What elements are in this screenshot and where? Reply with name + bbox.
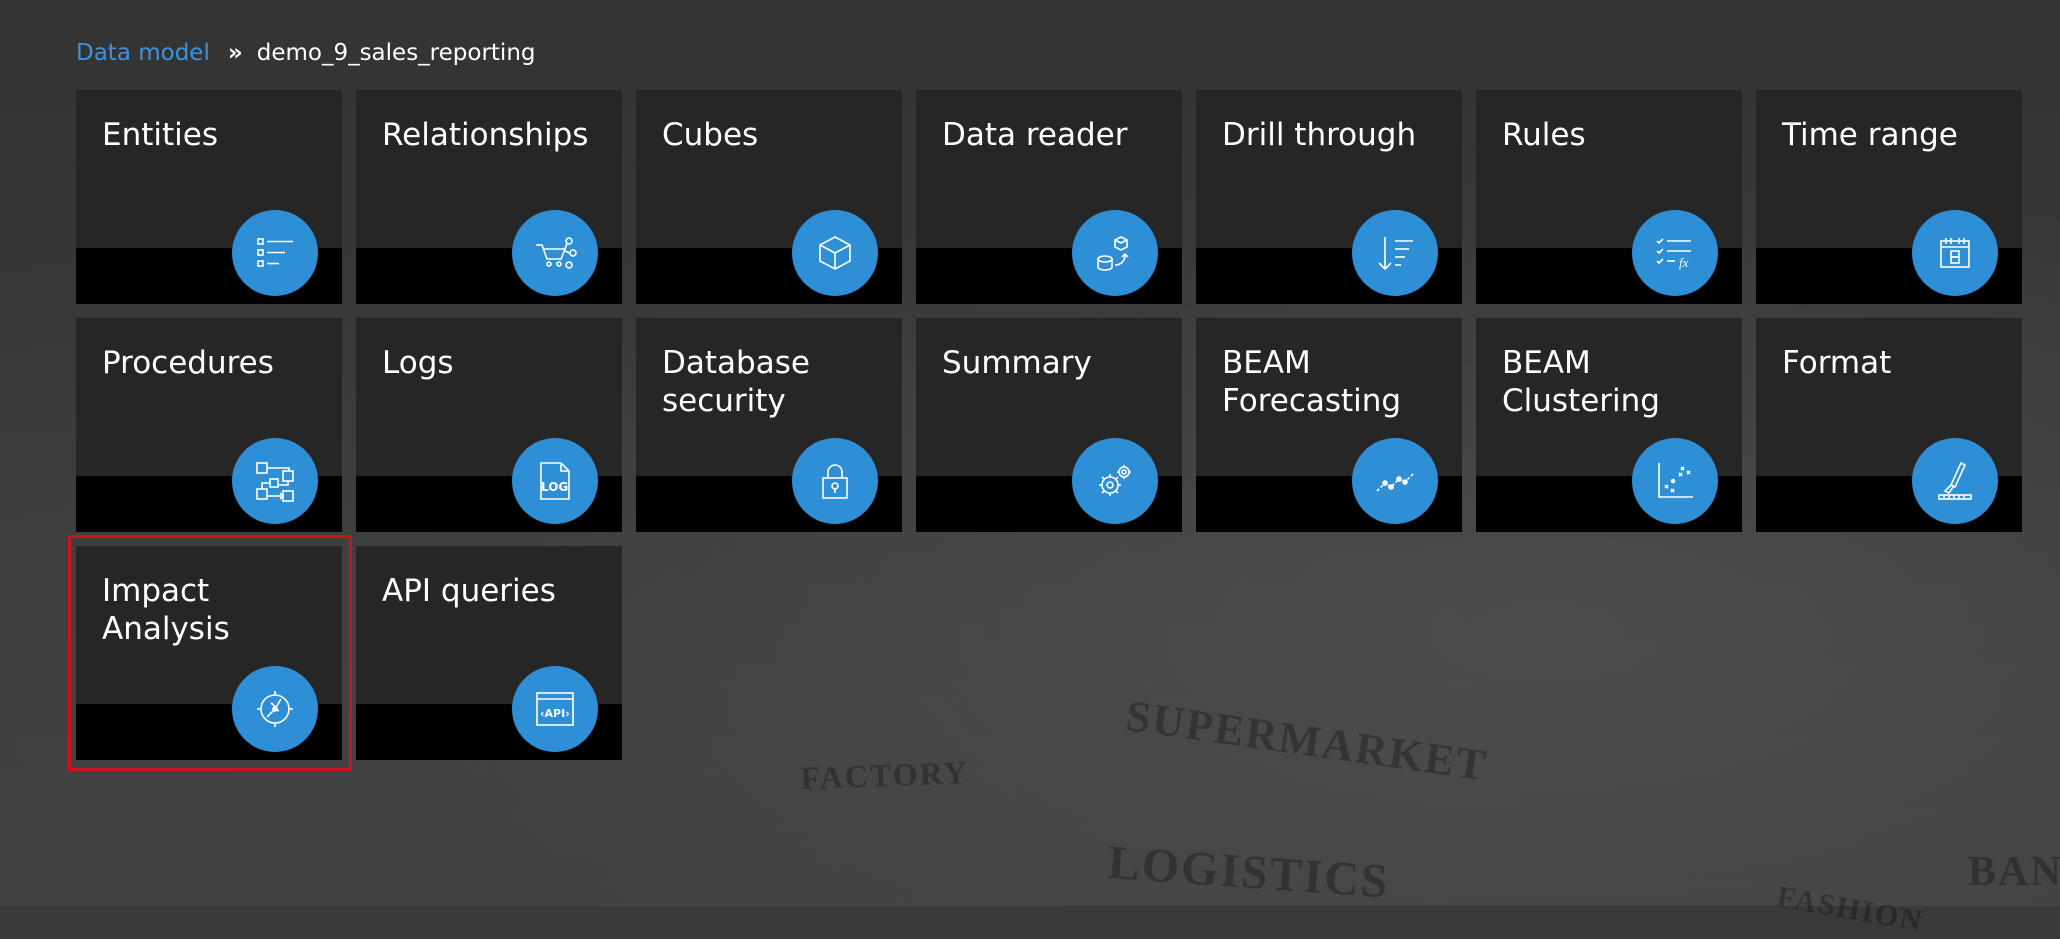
lock-icon: [792, 438, 878, 524]
gears-icon: [1072, 438, 1158, 524]
tile-label: API queries: [382, 573, 556, 609]
impact-radar-icon: [232, 666, 318, 752]
tile-label: Logs: [382, 345, 454, 381]
tile-entities[interactable]: Entities: [76, 90, 342, 304]
brush-icon: [1912, 438, 1998, 524]
breadcrumb-current-model: demo_9_sales_reporting: [256, 40, 536, 66]
drill-through-icon: [1352, 210, 1438, 296]
breadcrumb-data-model-link[interactable]: Data model: [76, 40, 210, 66]
bg-word-supermarket: SUPERMARKET: [1123, 690, 1491, 791]
breadcrumb-separator: »: [227, 40, 243, 66]
tile-label: BEAM Clustering: [1502, 345, 1660, 419]
tile-label: Cubes: [662, 117, 759, 153]
tile-label: Drill through: [1222, 117, 1417, 153]
calendar-icon: [1912, 210, 1998, 296]
tile-label: BEAM Forecasting: [1222, 345, 1402, 419]
tile-logs[interactable]: Logs LOG: [356, 318, 622, 532]
svg-text:‹API›: ‹API›: [540, 707, 570, 720]
tile-label: Procedures: [102, 345, 274, 381]
tile-label: Time range: [1782, 117, 1958, 153]
tile-beam-forecasting[interactable]: BEAM Forecasting: [1196, 318, 1462, 532]
tile-impact-analysis[interactable]: Impact Analysis: [76, 546, 342, 760]
tile-label: Database security: [662, 345, 810, 419]
api-window-icon: ‹API›: [512, 666, 598, 752]
tile-database-security[interactable]: Database security: [636, 318, 902, 532]
tile-relationships[interactable]: Relationships: [356, 90, 622, 304]
list-icon: [232, 210, 318, 296]
tile-cubes[interactable]: Cubes: [636, 90, 902, 304]
tile-label: Data reader: [942, 117, 1128, 153]
tile-summary[interactable]: Summary: [916, 318, 1182, 532]
tile-label: Summary: [942, 345, 1092, 381]
cart-relationship-icon: [512, 210, 598, 296]
tile-drill-through[interactable]: Drill through: [1196, 90, 1462, 304]
tile-label: Impact Analysis: [102, 573, 230, 647]
data-reader-icon: [1072, 210, 1158, 296]
svg-text:LOG: LOG: [541, 480, 568, 494]
tile-time-range[interactable]: Time range: [1756, 90, 2022, 304]
scatter-cluster-icon: [1632, 438, 1718, 524]
tile-label: Format: [1782, 345, 1892, 381]
tile-label: Relationships: [382, 117, 589, 153]
procedure-flow-icon: [232, 438, 318, 524]
bg-word-logistics: LOGISTICS: [1106, 835, 1392, 909]
tile-beam-clustering[interactable]: BEAM Clustering: [1476, 318, 1742, 532]
tile-label: Entities: [102, 117, 218, 153]
bg-word-fashion: FASHION: [1774, 880, 1927, 939]
tile-format[interactable]: Format: [1756, 318, 2022, 532]
breadcrumb: Data model » demo_9_sales_reporting: [76, 38, 536, 68]
tile-rules[interactable]: Rules fx: [1476, 90, 1742, 304]
trend-line-icon: [1352, 438, 1438, 524]
log-file-icon: LOG: [512, 438, 598, 524]
cube-icon: [792, 210, 878, 296]
bg-word-factory: FACTORY: [800, 754, 970, 796]
tile-api-queries[interactable]: API queries ‹API›: [356, 546, 622, 760]
rules-fx-icon: fx: [1632, 210, 1718, 296]
tile-procedures[interactable]: Procedures: [76, 318, 342, 532]
bg-word-bank: BANK: [1968, 849, 2060, 895]
tile-label: Rules: [1502, 117, 1586, 153]
svg-text:fx: fx: [1679, 255, 1689, 270]
tile-data-reader[interactable]: Data reader: [916, 90, 1182, 304]
